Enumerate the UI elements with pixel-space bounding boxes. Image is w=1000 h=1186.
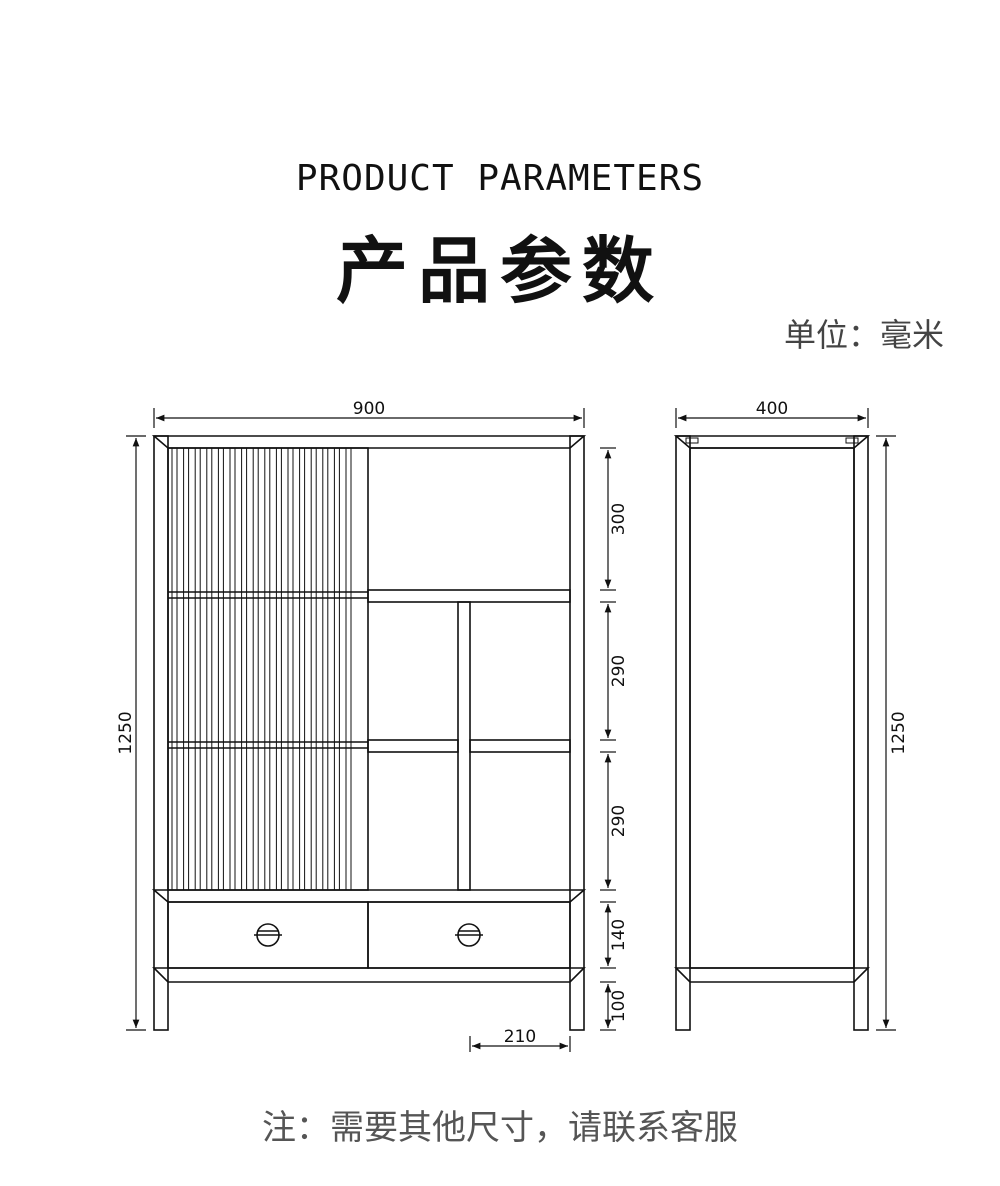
dim-height-1250-front: 1250: [116, 711, 136, 754]
dim-section-290-a: 290: [609, 655, 629, 687]
lattice-slat: [310, 447, 317, 891]
title-english: PRODUCT PARAMETERS: [295, 158, 705, 199]
lattice-slat: [229, 447, 236, 891]
lattice-slats: [171, 447, 352, 891]
side-left-leg: [675, 435, 691, 1031]
front-top-rail: [151, 435, 587, 449]
side-dimensions: [675, 408, 896, 1031]
rail-bottom: [152, 967, 586, 983]
lattice-slat: [333, 447, 340, 891]
dim-section-300: 300: [609, 503, 629, 535]
title-chinese: 产品参数: [335, 229, 664, 313]
front-right-leg: [569, 435, 585, 1031]
side-top-rail: [673, 435, 871, 449]
drawer-handle-left: [254, 923, 282, 947]
shelf-middle-left: [367, 739, 459, 753]
lattice-slat: [252, 447, 259, 891]
lattice-slat: [217, 447, 224, 891]
side-bottom-rail: [674, 967, 870, 983]
side-panel: [689, 447, 855, 969]
lattice-slat: [194, 447, 201, 891]
front-dimensions: [126, 408, 616, 1052]
dim-height-1250-side: 1250: [889, 711, 909, 754]
rail-above-drawers: [151, 889, 587, 903]
lattice-slat: [264, 447, 271, 891]
lattice-slat: [183, 447, 190, 891]
front-left-leg: [153, 435, 169, 1031]
lattice-slat: [275, 447, 282, 891]
side-view: [673, 435, 871, 1031]
dim-depth-400: 400: [756, 399, 788, 419]
footer-note: 注：需要其他尺寸，请联系客服: [262, 1108, 738, 1148]
lattice-door: [167, 447, 369, 891]
shelf-middle-right: [469, 739, 571, 753]
side-top-tenon-left: [685, 437, 699, 444]
drawer-handle-right: [455, 923, 483, 947]
lattice-slat: [171, 447, 178, 891]
front-view: [151, 435, 587, 1031]
lattice-slat: [299, 447, 306, 891]
dim-section-140: 140: [609, 919, 629, 951]
dim-section-290-b: 290: [609, 805, 629, 837]
lattice-slat: [322, 447, 329, 891]
lattice-slat: [206, 447, 213, 891]
unit-label: 单位：毫米: [783, 316, 944, 354]
lattice-slat: [241, 447, 248, 891]
shelf-top: [367, 589, 571, 603]
side-top-tenon-right: [845, 437, 859, 444]
side-right-leg: [853, 435, 869, 1031]
lattice-slat: [345, 447, 352, 891]
lattice-slat: [287, 447, 294, 891]
vertical-divider: [457, 601, 471, 891]
dim-section-100: 100: [609, 990, 629, 1022]
dim-width-900: 900: [353, 399, 385, 419]
dim-drawer-210: 210: [504, 1027, 536, 1047]
